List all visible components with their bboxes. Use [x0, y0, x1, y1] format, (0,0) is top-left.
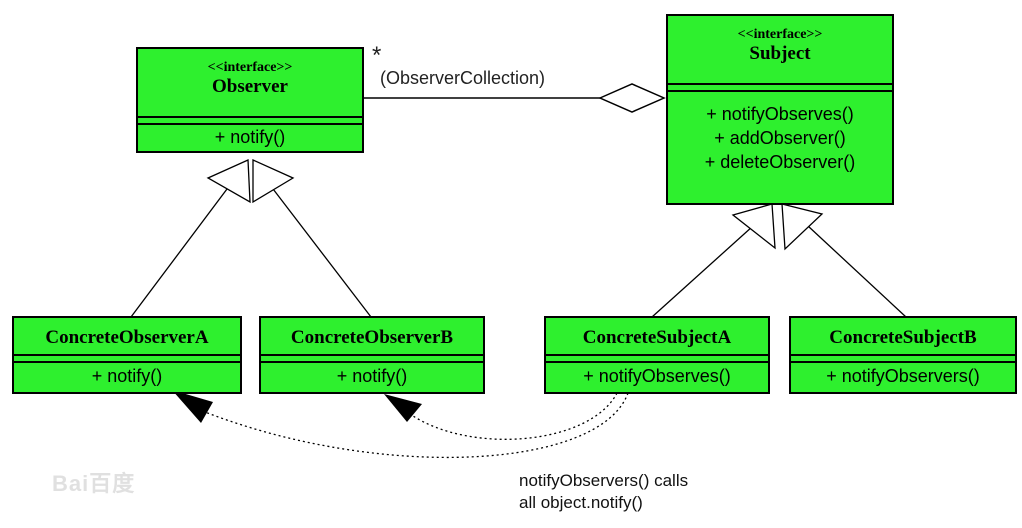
class-name: ConcreteObserverA — [45, 327, 209, 348]
compartment-separator — [791, 354, 1015, 363]
dependency-curve-to-observer-b — [409, 392, 618, 440]
watermark-text: Bai百度 — [52, 471, 136, 496]
dependency-curve-to-observer-a — [204, 392, 629, 459]
dependency-arrowhead-observer-b — [384, 394, 422, 422]
realization-arrowhead-subject-a — [731, 203, 776, 250]
operation-notify-observes: + notifyObserves() — [706, 104, 854, 124]
note-text: notifyObservers() calls all object.notif… — [519, 470, 688, 514]
observer-interface-box[interactable]: <<interface>> Observer + notify() — [136, 47, 364, 153]
association-role-label: (ObserverCollection) — [380, 68, 546, 88]
multiplicity-label: * — [372, 42, 382, 69]
subject-interface-box[interactable]: <<interface>> Subject + notifyObserves()… — [666, 14, 894, 205]
compartment-separator — [546, 354, 768, 363]
concrete-subject-b-box[interactable]: ConcreteSubjectB + notifyObservers() — [789, 316, 1017, 394]
operation-notify-observers: + notifyObservers() — [826, 366, 980, 386]
realization-arrowhead-observer-b — [252, 158, 295, 204]
realization-line-subject-a — [651, 225, 754, 318]
operation-notify: + notify() — [91, 366, 163, 386]
realization-arrowhead-observer-a — [206, 159, 251, 204]
compartment-separator — [138, 116, 362, 125]
operation-add-observer: + addObserver() — [714, 128, 846, 148]
compartment-separator — [261, 354, 483, 363]
note-line-1: notifyObservers() calls — [519, 471, 689, 490]
aggregation-diamond — [598, 83, 666, 113]
class-name: ConcreteSubjectA — [582, 327, 732, 348]
operation-notify: + notify() — [336, 366, 408, 386]
note-line-2: all object.notify() — [519, 493, 643, 512]
baidu-watermark-logo: Bai百度 — [52, 458, 192, 508]
compartment-separator — [14, 354, 240, 363]
stereotype-label: <<interface>> — [207, 60, 293, 75]
class-name: ConcreteSubjectB — [829, 327, 977, 348]
dependency-arrowhead-observer-a — [172, 390, 213, 423]
realization-line-observer-a — [130, 184, 231, 318]
compartment-separator — [668, 83, 892, 92]
concrete-observer-a-box[interactable]: ConcreteObserverA + notify() — [12, 316, 242, 394]
stereotype-label: <<interface>> — [737, 27, 823, 42]
operation-delete-observer: + deleteObserver() — [704, 152, 856, 172]
operation-notify: + notify() — [214, 127, 286, 147]
realization-line-observer-b — [269, 184, 372, 318]
class-name: Subject — [749, 43, 811, 64]
class-name: ConcreteObserverB — [290, 327, 454, 348]
operation-notify-observes: + notifyObserves() — [583, 366, 731, 386]
realization-line-subject-b — [807, 225, 907, 318]
concrete-subject-a-box[interactable]: ConcreteSubjectA + notifyObserves() — [544, 316, 770, 394]
realization-arrowhead-subject-b — [781, 203, 824, 251]
class-name: Observer — [212, 76, 288, 97]
concrete-observer-b-box[interactable]: ConcreteObserverB + notify() — [259, 316, 485, 394]
